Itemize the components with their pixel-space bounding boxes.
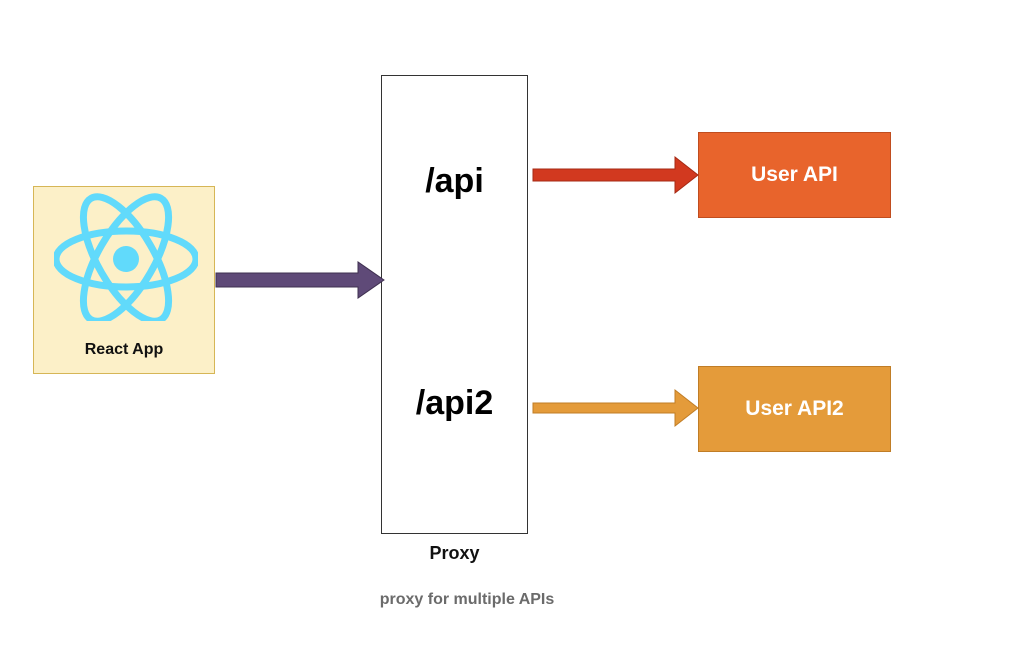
user-api-label: User API — [751, 163, 838, 186]
route-api2-label: /api2 — [415, 384, 494, 422]
route-api-label: /api — [425, 162, 484, 200]
user-api-node: User API — [698, 132, 891, 218]
figure-caption: proxy for multiple APIs — [379, 591, 555, 608]
react-app-node: React App — [33, 186, 215, 374]
react-atom-icon — [54, 193, 198, 321]
proxy-label: Proxy — [429, 543, 480, 563]
user-api2-label: User API2 — [745, 397, 844, 420]
api-route-arrow — [532, 155, 699, 195]
proxy-node: /api /api2 — [381, 75, 528, 534]
api2-route-arrow — [532, 388, 699, 428]
user-api2-node: User API2 — [698, 366, 891, 452]
react-app-label: React App — [84, 341, 164, 358]
client-to-proxy-arrow — [215, 261, 385, 299]
